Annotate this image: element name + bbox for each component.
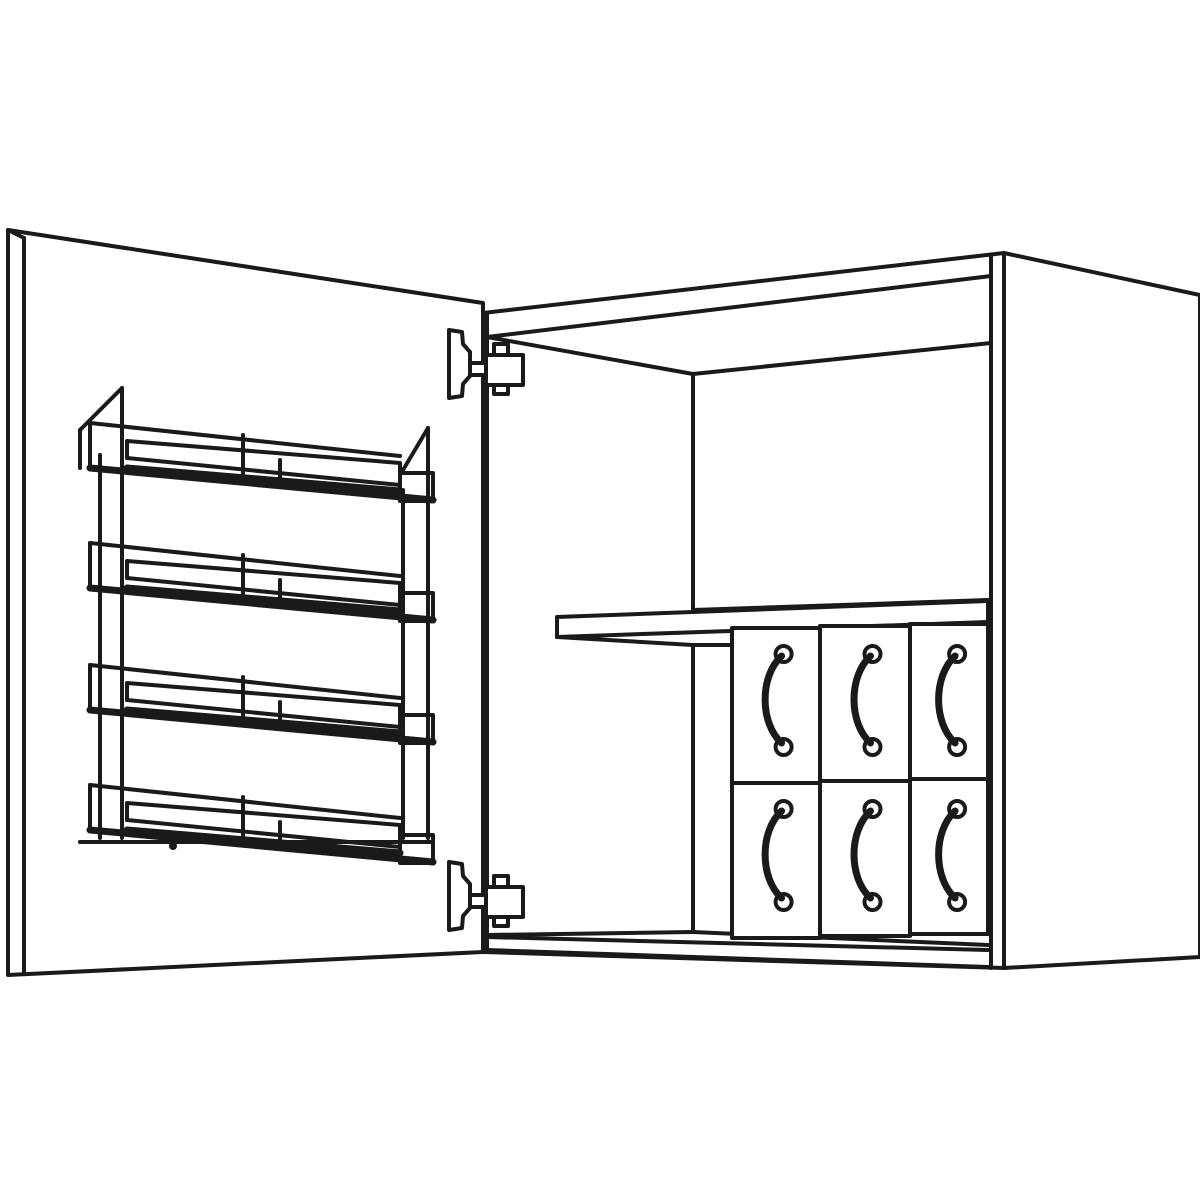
handle-knob [947, 799, 968, 819]
drawer [908, 777, 990, 936]
door-spice-rack [78, 386, 437, 866]
drawer-front [908, 622, 990, 781]
shelf-bottom-rail [86, 584, 437, 624]
drawer-handle-icon [935, 807, 959, 902]
drawer-handle-icon [761, 652, 786, 747]
drawer-handle-icon [935, 652, 959, 747]
rack-shelf [86, 541, 437, 624]
hinge-body [484, 353, 525, 387]
handle-knob [947, 892, 968, 912]
shelf-front-rail [123, 706, 404, 737]
shelf-end-box [398, 713, 435, 745]
drawer [818, 779, 912, 938]
handle-knob [862, 737, 883, 757]
right-side-panel [1002, 251, 1200, 970]
drawer-handle-icon [850, 652, 874, 747]
shelf-bottom-rail [86, 464, 437, 504]
handle-knob [773, 892, 794, 912]
drawer [730, 781, 822, 940]
drawer [908, 622, 990, 781]
hinge-body [484, 885, 525, 919]
shelf-rail [125, 576, 402, 607]
drawer [818, 624, 912, 783]
hinge-arm [468, 361, 488, 377]
drawer-handle-icon [761, 807, 786, 902]
drawer-front [908, 777, 990, 936]
handle-knob [862, 644, 883, 664]
rack-hook [401, 426, 430, 472]
handle-knob [862, 799, 883, 819]
interior-shelf [555, 598, 990, 647]
hinge-arm [468, 893, 488, 909]
shelf-rail [125, 698, 402, 729]
hinges [447, 328, 525, 932]
shelf-front-rail [123, 584, 404, 615]
handle-knob [862, 892, 883, 912]
drawer-front [730, 781, 822, 940]
rack-screw-icon [329, 842, 337, 850]
shelf-end-box [398, 833, 435, 865]
handle-knob [947, 737, 968, 757]
drawer-unit [730, 622, 990, 940]
shelf-front-rail [123, 464, 404, 495]
shelf-rail [125, 456, 402, 487]
drawer-handle-icon [850, 807, 874, 902]
drawer [730, 626, 822, 785]
handle-knob [773, 799, 794, 819]
shelf-bottom-rail [86, 706, 437, 746]
shelf-end-box [398, 471, 435, 503]
rack-hook [78, 386, 124, 432]
hinge-icon [447, 860, 525, 932]
shelf-end-box [398, 591, 435, 623]
rack-shelf [86, 663, 437, 746]
rack-screw-icon [169, 842, 177, 850]
rack-shelf [86, 421, 437, 504]
shelf-bottom-rail [86, 826, 437, 866]
hinge-icon [447, 328, 525, 400]
handle-knob [947, 644, 968, 664]
handle-knob [773, 737, 794, 757]
handle-knob [773, 644, 794, 664]
